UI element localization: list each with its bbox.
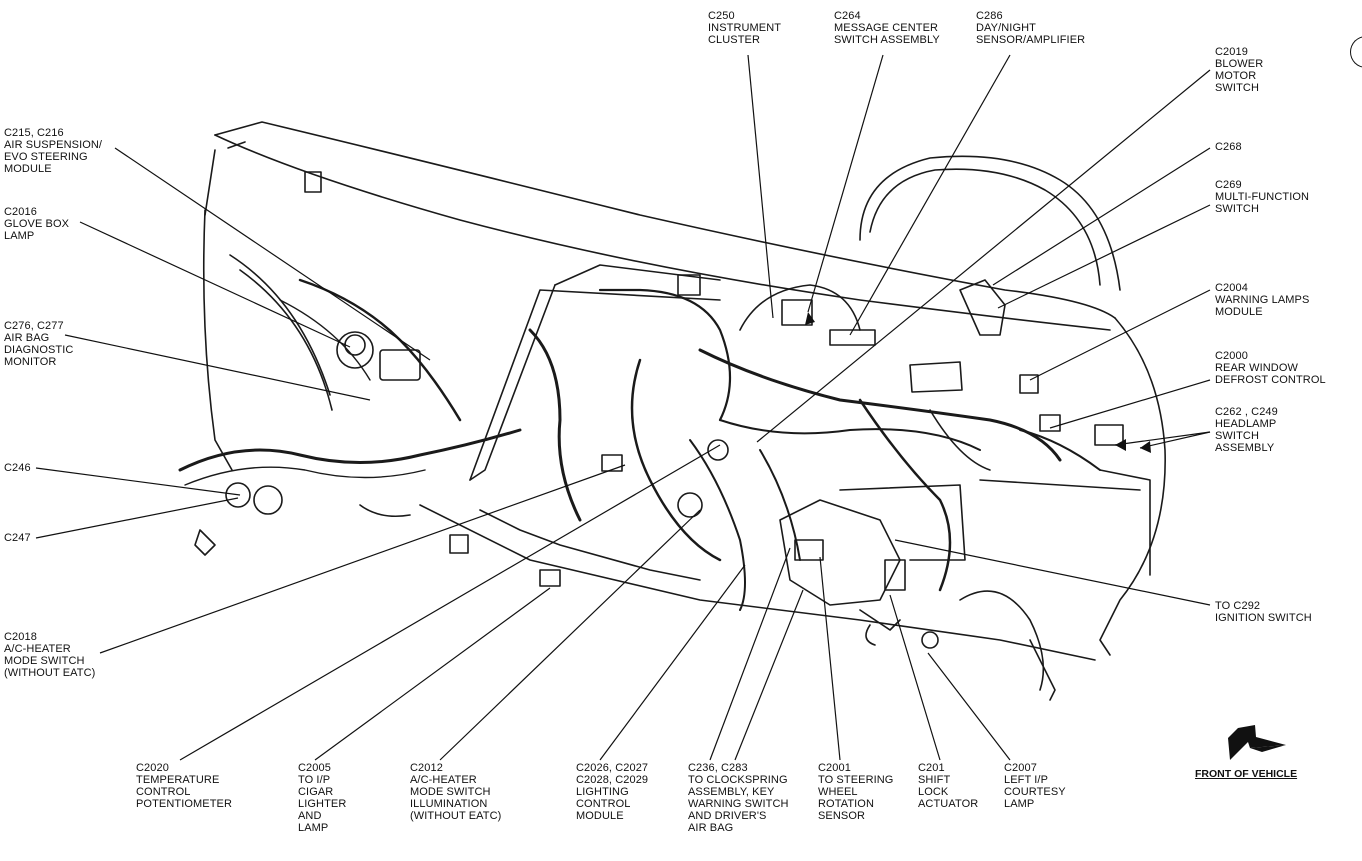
label-c268: C268 xyxy=(1215,141,1242,153)
leader-arrowheads xyxy=(805,312,1151,453)
label-c246: C246 xyxy=(4,462,31,474)
label-c247: C247 xyxy=(4,532,31,544)
front-of-vehicle-label: FRONT OF VEHICLE xyxy=(1195,768,1298,780)
instrument-panel-drawing xyxy=(178,121,1166,701)
front-of-vehicle-arrow-icon xyxy=(1228,725,1286,760)
callout-leader-lines xyxy=(35,54,1211,761)
